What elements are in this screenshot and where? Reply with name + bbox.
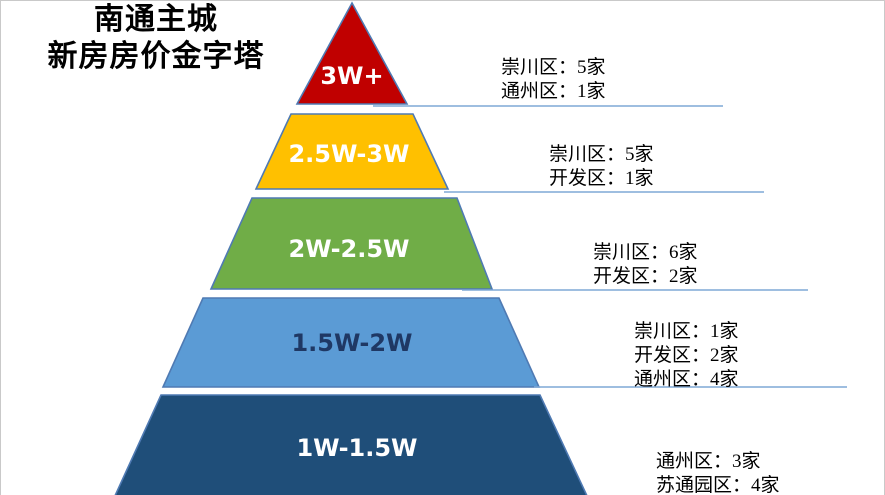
tier-annotation-2w-2-5w: 崇川区：6家 开发区：2家 bbox=[593, 241, 698, 289]
tier-annotation-2-5w-3w: 崇川区：5家 开发区：1家 bbox=[549, 143, 654, 191]
annotation-line: 崇川区：5家 bbox=[501, 57, 606, 78]
annotation-line: 通州区：3家 bbox=[656, 451, 761, 472]
pyramid-tier-2-5w-3w-shape bbox=[254, 113, 450, 190]
annotation-line: 开发区：2家 bbox=[634, 345, 739, 366]
tier-label-2w-2-5w: 2W-2.5W bbox=[288, 235, 410, 263]
pyramid-tier-1w-1-5w-shape bbox=[114, 394, 588, 495]
pyramid-tier-3w-plus-shape bbox=[295, 1, 409, 105]
annotation-line: 通州区：4家 bbox=[634, 369, 739, 390]
page-title-line2: 新房房价金字塔 bbox=[47, 39, 265, 74]
annotation-line: 苏通园区：4家 bbox=[656, 475, 780, 495]
pyramid-tier-2w-2-5w-shape bbox=[209, 197, 494, 290]
tier-annotation-1w-1-5w: 通州区：3家 苏通园区：4家 bbox=[656, 450, 780, 495]
annotation-line: 崇川区：6家 bbox=[593, 242, 698, 263]
tier-label-3w-plus: 3W+ bbox=[320, 62, 384, 90]
tier-label-1w-1-5w: 1W-1.5W bbox=[296, 434, 418, 462]
annotation-line: 开发区：1家 bbox=[549, 168, 654, 189]
tier-label-2-5w-3w: 2.5W-3W bbox=[288, 140, 410, 168]
page-title-line1: 南通主城 bbox=[94, 2, 218, 37]
annotation-line: 崇川区：1家 bbox=[634, 321, 739, 342]
page-title: 南通主城 新房房价金字塔 bbox=[11, 1, 301, 75]
tier-annotation-3w-plus: 崇川区：5家 通州区：1家 bbox=[501, 56, 606, 104]
tier-label-1-5w-2w: 1.5W-2W bbox=[291, 329, 413, 357]
annotation-line: 通州区：1家 bbox=[501, 81, 606, 102]
annotation-line: 崇川区：5家 bbox=[549, 144, 654, 165]
tier-annotation-1-5w-2w: 崇川区：1家 开发区：2家 通州区：4家 bbox=[634, 320, 739, 392]
annotation-line: 开发区：2家 bbox=[593, 266, 698, 287]
